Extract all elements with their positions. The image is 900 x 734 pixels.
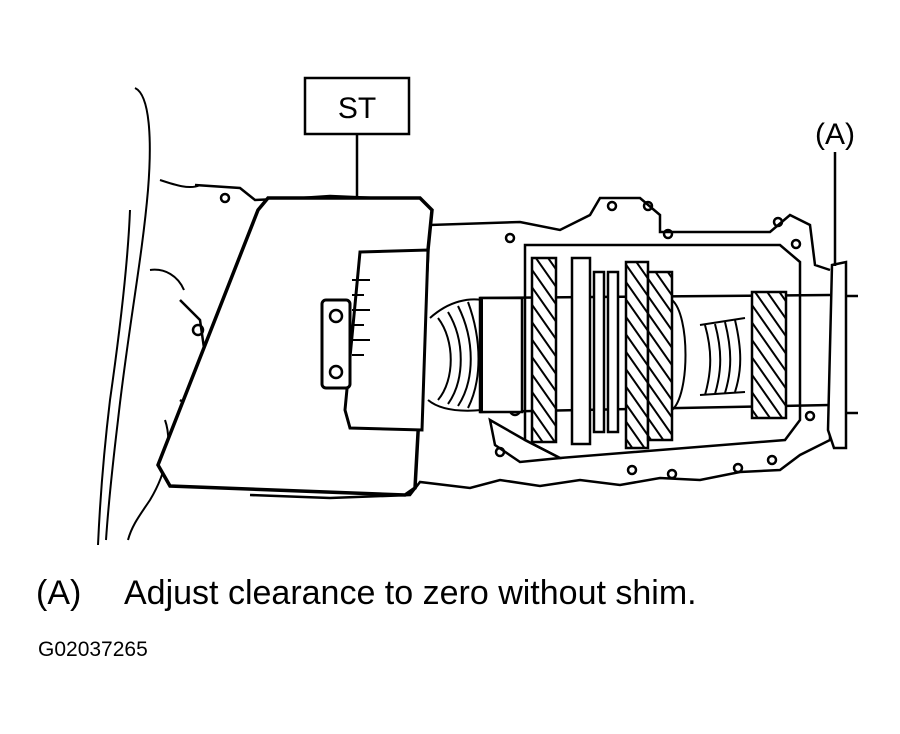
caption-text: Adjust clearance to zero without shim.	[124, 574, 697, 612]
st-label: ST	[303, 76, 411, 198]
gear-1	[530, 256, 558, 444]
gear-3	[750, 290, 788, 420]
rear-cover-plate	[826, 260, 858, 450]
caption: (A) Adjust clearance to zero without shim…	[36, 574, 697, 613]
svg-text:(A): (A)	[815, 118, 855, 151]
synchro-hub	[570, 256, 620, 446]
svg-text:ST: ST	[338, 92, 376, 125]
figure-id: G02037265	[38, 638, 148, 661]
special-tool	[156, 196, 434, 497]
shaft-bellows	[671, 299, 746, 411]
callout-a: (A)	[815, 118, 855, 266]
gear-2	[624, 260, 674, 450]
tool-scale	[352, 279, 370, 356]
input-bellows	[427, 298, 483, 412]
caption-key: (A)	[36, 574, 82, 612]
